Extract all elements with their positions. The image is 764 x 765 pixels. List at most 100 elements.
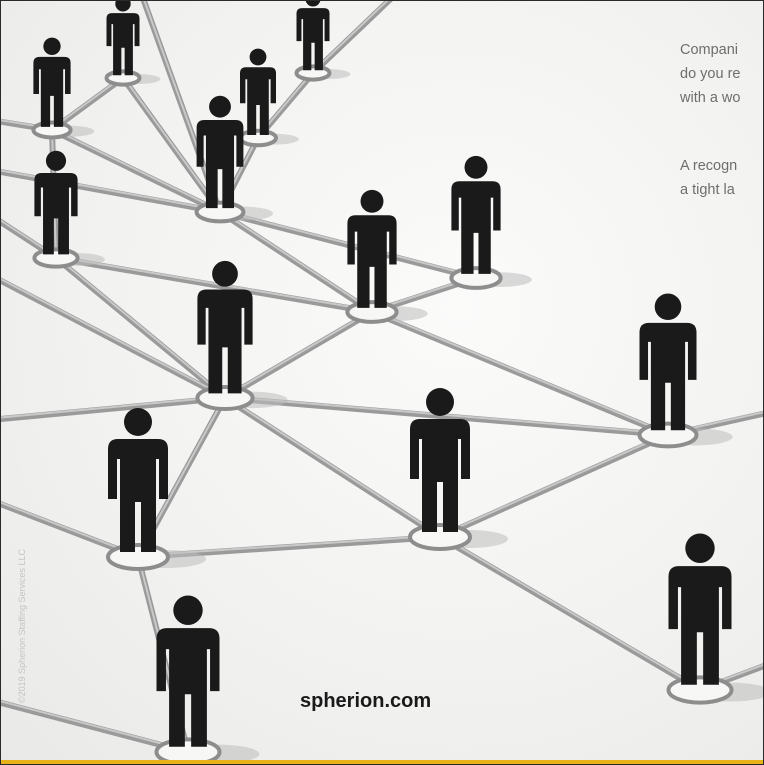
website-link[interactable]: spherion.com (300, 690, 432, 712)
figure-head (685, 533, 715, 563)
connector-line (49, 75, 126, 133)
node-ring (104, 69, 142, 87)
person-icon (637, 293, 733, 449)
figure-body (639, 322, 697, 431)
figure-head (115, 0, 131, 12)
node-ring (666, 675, 734, 705)
figure-body (196, 119, 244, 209)
figure-body (668, 566, 732, 685)
person-icon (195, 260, 288, 412)
figure-head (43, 37, 61, 55)
person-icon (238, 48, 299, 148)
connector-line (224, 395, 441, 537)
figure-body (410, 419, 470, 532)
figure-head (305, 0, 321, 7)
connector-line (0, 169, 221, 212)
connector-line (219, 209, 373, 312)
connector-line (0, 500, 141, 560)
second-line-2: a tight la (680, 182, 735, 198)
figure-body (347, 215, 397, 308)
intro-paragraph: Compani do you re with a wo (680, 38, 764, 110)
connector-line (371, 309, 669, 435)
connector-line (439, 432, 669, 537)
figure-head (249, 48, 267, 66)
connector-line (0, 501, 139, 557)
connector-line (0, 395, 226, 419)
connector-line (122, 75, 221, 212)
figure-body (240, 67, 276, 135)
node-ring (31, 120, 73, 140)
second-paragraph: A recogn a tight la (680, 154, 764, 202)
connector-line (222, 309, 375, 401)
connector-line (369, 309, 671, 438)
figure-body (106, 13, 140, 76)
figure-body (451, 181, 501, 274)
connector-line (0, 168, 223, 215)
person-icon (106, 408, 206, 571)
connector-line (0, 277, 226, 398)
accent-bar (0, 760, 764, 765)
connector-line (312, 0, 390, 73)
figure-body (197, 289, 253, 394)
figure-body (108, 439, 168, 552)
connector-line (0, 700, 189, 752)
connector-line (437, 534, 703, 693)
person-icon (449, 155, 532, 290)
intro-line-2: do you re (680, 66, 741, 82)
figure-head (360, 189, 384, 213)
connector-line (224, 395, 669, 435)
connector-line (437, 432, 671, 540)
figure-head (209, 95, 231, 118)
intro-line-1: Compani (680, 42, 739, 58)
connector-line (310, 0, 394, 76)
person-icon (408, 388, 508, 551)
node-ring (194, 200, 246, 224)
person-icon (154, 595, 260, 765)
connector-line (51, 127, 221, 212)
connector-line (224, 309, 373, 398)
person-icon (345, 189, 428, 324)
figure-head (212, 260, 238, 287)
connector-line (51, 75, 124, 130)
node-ring (32, 247, 80, 269)
connector-line (0, 395, 228, 423)
node-ring (408, 523, 472, 551)
connector-line (222, 395, 671, 438)
second-line-1: A recogn (680, 158, 738, 174)
figure-body (34, 173, 78, 255)
figure-head (654, 293, 682, 321)
node-ring (449, 266, 503, 290)
connector-line (217, 209, 375, 315)
copyright-notice: ©2019 Spherion Staffing Services LLC (17, 548, 27, 703)
node-ring (637, 421, 699, 449)
node-ring (345, 300, 399, 324)
node-ring (294, 64, 332, 82)
figure-body (33, 56, 71, 127)
figure-head (464, 155, 488, 179)
person-icon (104, 0, 161, 87)
connector-line (439, 534, 701, 690)
connector-line (0, 276, 228, 401)
connector-line (222, 395, 443, 540)
figure-head (173, 595, 203, 625)
person-icon (294, 0, 351, 82)
connector-line (55, 255, 226, 398)
intro-line-3: with a wo (680, 90, 741, 106)
node-ring (106, 543, 170, 571)
connector-line (55, 255, 373, 312)
figure-head (45, 150, 67, 171)
person-icon (31, 37, 95, 140)
connector-line (53, 255, 228, 401)
connector-line (49, 127, 223, 215)
figure-body (296, 8, 330, 71)
person-icon (32, 150, 105, 269)
figure-head (426, 388, 454, 416)
person-icon (666, 533, 764, 705)
node-ring (238, 128, 278, 148)
connector-line (53, 255, 375, 315)
figure-head (124, 408, 152, 436)
figure-body (156, 628, 220, 747)
connector-line (0, 699, 191, 755)
